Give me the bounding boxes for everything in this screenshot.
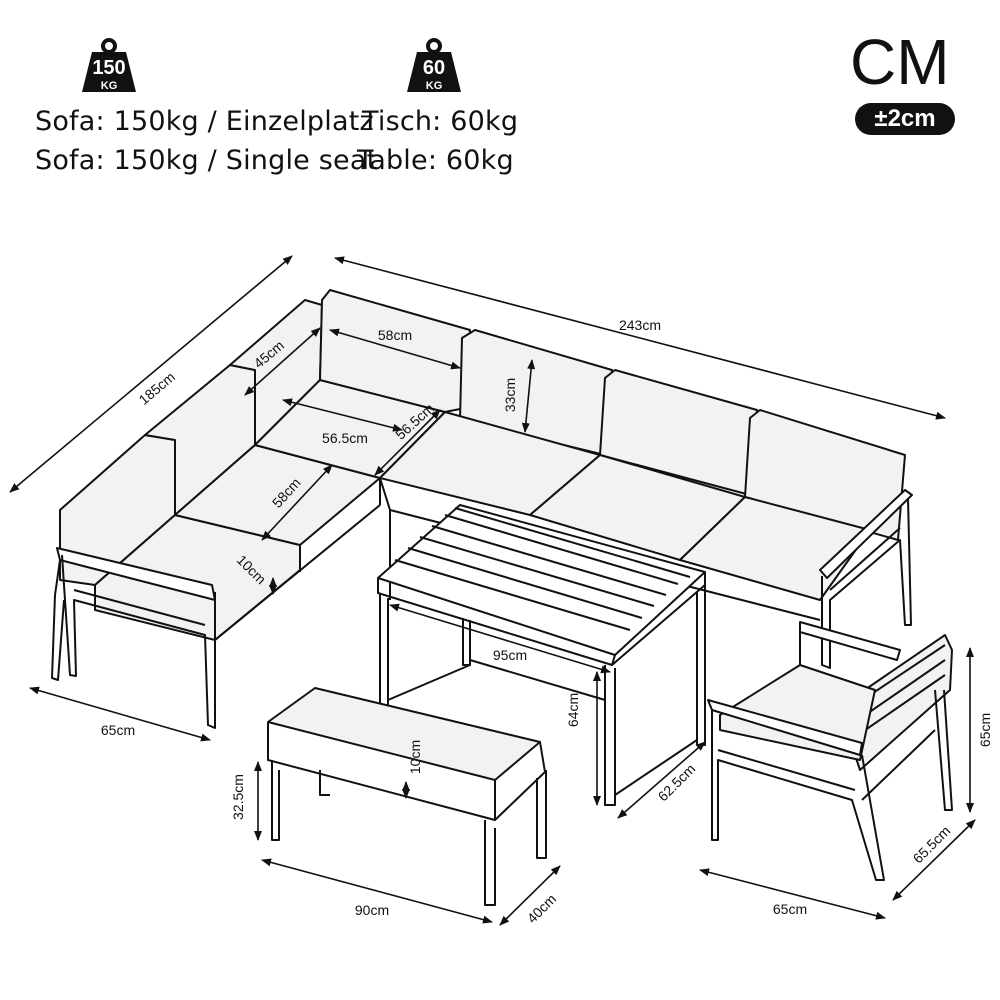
- dim-corner-width: 56.5cm: [322, 430, 368, 446]
- dim-chair-width: 65cm: [773, 901, 807, 917]
- right-armrest: [819, 489, 913, 579]
- dim-sofa-side-length: 185cm: [136, 369, 178, 408]
- weight-icon-sofa-number: 150: [92, 57, 125, 79]
- weight-icon-sofa-unit: KG: [101, 80, 118, 92]
- corner-sofa: [51, 289, 913, 729]
- dim-table-height: 64cm: [565, 693, 581, 727]
- dim-table-length: 95cm: [493, 647, 527, 663]
- unit-label: CM: [850, 26, 950, 98]
- armchair: [707, 621, 953, 881]
- weight-icon-table: 60 KG: [407, 38, 461, 92]
- dim-chair-depth: 65.5cm: [910, 823, 954, 867]
- dim-sofa-end-depth: 65cm: [101, 722, 135, 738]
- dim-bench-length: 90cm: [355, 902, 389, 918]
- dim-backrest-width: 58cm: [378, 327, 412, 343]
- weight-icon-table-unit: KG: [426, 80, 443, 92]
- chair-left-armrest: [707, 699, 863, 756]
- weight-icon-table-number: 60: [423, 57, 445, 79]
- chair-right-armrest: [799, 621, 901, 661]
- sofa-weight-en: Sofa: 150kg / Single seat: [35, 145, 378, 176]
- table-weight-de: Tisch: 60kg: [362, 106, 519, 137]
- dim-sofa-long-length: 243cm: [619, 317, 661, 333]
- table-weight-en: Table: 60kg: [357, 145, 514, 176]
- dim-backrest-height: 33cm: [502, 378, 518, 412]
- dim-chair-height: 65cm: [977, 713, 993, 747]
- weight-icon-sofa: 150 KG: [82, 38, 136, 92]
- tolerance-badge: ±2cm: [855, 103, 955, 135]
- dim-bench-height: 32.5cm: [230, 774, 246, 820]
- bench-cushion: [267, 687, 541, 781]
- dim-bench-cushion: 10cm: [407, 740, 423, 774]
- sofa-weight-de: Sofa: 150kg / Einzelplatz: [35, 106, 374, 137]
